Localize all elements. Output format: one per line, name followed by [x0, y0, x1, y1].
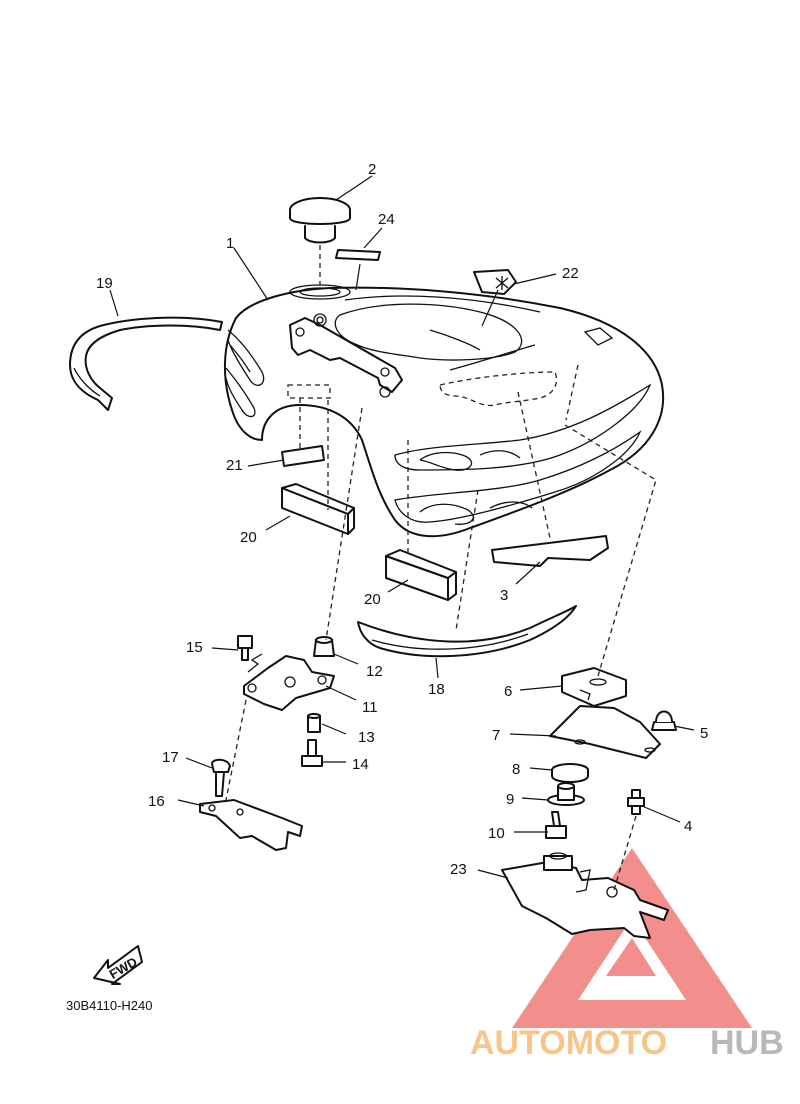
- callout-2: 2: [368, 161, 376, 178]
- callout-11: 11: [362, 699, 378, 716]
- callout-24: 24: [378, 211, 395, 228]
- plate-3: [491, 535, 609, 567]
- callout-6: 6: [504, 683, 512, 700]
- callout-4: 4: [684, 818, 692, 835]
- strip-18: [357, 605, 577, 658]
- bracket-11: [243, 653, 335, 711]
- callout-23: 23: [450, 861, 467, 878]
- callout-15: 15: [186, 639, 203, 656]
- washer-8: [551, 763, 589, 783]
- callout-9: 9: [506, 791, 514, 808]
- alignment-lines: [225, 245, 657, 891]
- callout-18: 18: [428, 681, 445, 698]
- callout-12: 12: [366, 663, 383, 680]
- fuel-cap: [289, 197, 351, 244]
- callout-14: 14: [352, 756, 369, 773]
- screw-17: [211, 758, 231, 797]
- label-24: [335, 249, 381, 261]
- bracket-16: [199, 799, 303, 851]
- callout-7: 7: [492, 727, 500, 744]
- fuel-tank: [224, 284, 665, 538]
- callout-17: 17: [162, 749, 179, 766]
- callout-13: 13: [358, 729, 375, 746]
- callout-16: 16: [148, 793, 165, 810]
- callout-19: 19: [96, 275, 113, 292]
- pad-21: [281, 445, 325, 467]
- nut-5: [651, 710, 677, 731]
- bolt-10: [545, 811, 567, 839]
- stud-4: [627, 789, 645, 815]
- emblem-22: [473, 269, 517, 295]
- collar-9: [547, 782, 585, 806]
- grommet-12: [313, 636, 335, 657]
- callout-1: 1: [226, 235, 234, 252]
- callout-10: 10: [488, 825, 505, 842]
- watermark-logo: [512, 848, 752, 1028]
- damper-20-upper: [281, 483, 355, 535]
- collar-13: [307, 713, 321, 733]
- damper-20-lower: [385, 549, 457, 601]
- callout-numbers: 1 2 3 4 5 6 7 8 9 10 11 12 13 14 15 16 1…: [96, 161, 708, 878]
- callout-20b: 20: [364, 591, 381, 608]
- diagram-code: 30B4110-H240: [66, 998, 153, 1013]
- callout-22: 22: [562, 265, 579, 282]
- fwd-arrow-icon: [93, 945, 143, 985]
- callout-8: 8: [512, 761, 520, 778]
- mount-6: [561, 667, 627, 707]
- callout-5: 5: [700, 725, 708, 742]
- bracket-23: [501, 852, 669, 939]
- leader-lines: [109, 175, 695, 879]
- callout-21: 21: [226, 457, 243, 474]
- callout-3: 3: [500, 587, 508, 604]
- callout-20a: 20: [240, 529, 257, 546]
- bracket-7: [549, 705, 661, 759]
- bolt-15: [237, 635, 253, 661]
- watermark-part2: HUB: [710, 1024, 784, 1062]
- watermark-text: AUTOMOTO HUB: [470, 1024, 784, 1062]
- bolt-14: [301, 739, 323, 767]
- watermark-part1: AUTOMOTO: [470, 1024, 667, 1062]
- molding-19: [69, 316, 223, 411]
